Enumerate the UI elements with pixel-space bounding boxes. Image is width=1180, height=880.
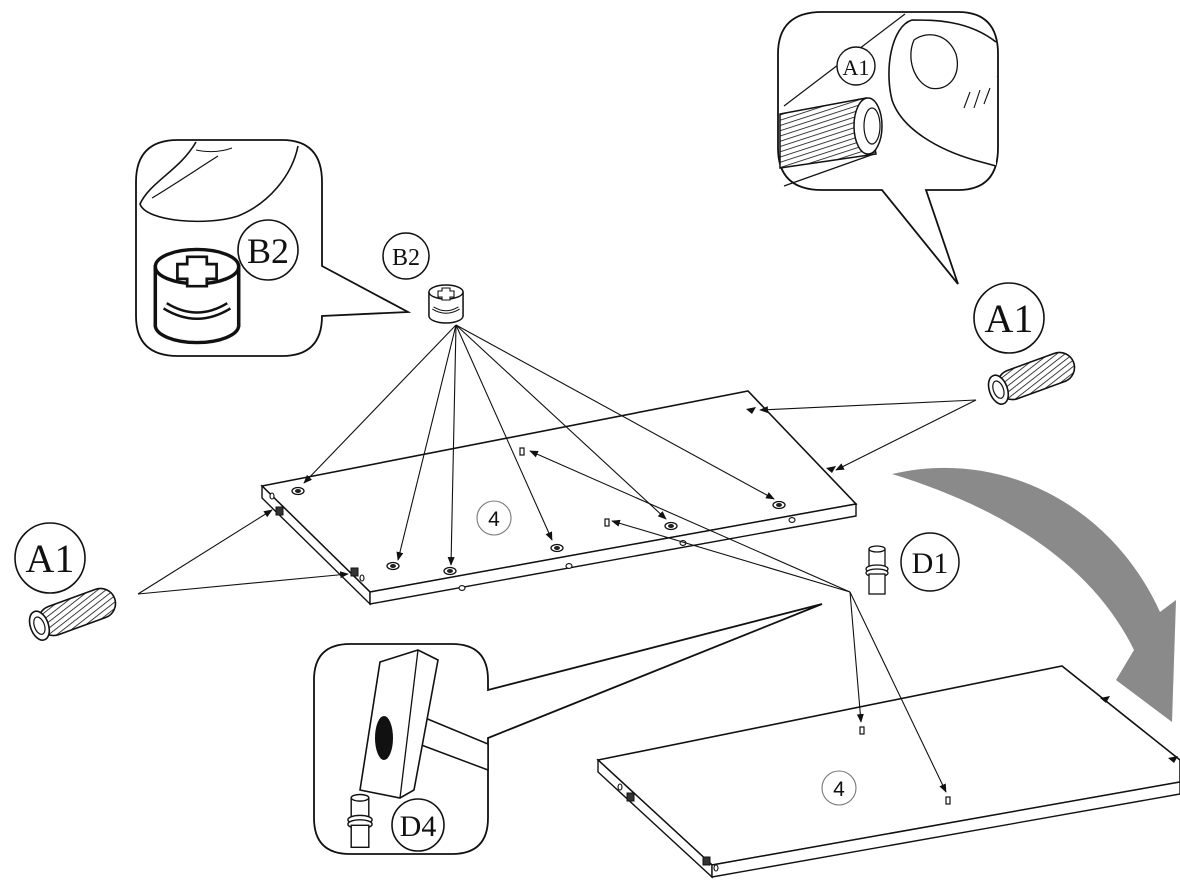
b2-detail-label: B2 — [237, 219, 299, 281]
fingertip-icon — [888, 19, 997, 167]
d4-detail-label: D4 — [391, 798, 445, 852]
svg-text:D4: D4 — [400, 810, 437, 843]
svg-text:A1: A1 — [843, 55, 870, 80]
wooden-dowel-icon — [779, 97, 883, 169]
fingertip-icon — [139, 141, 299, 223]
top-panel: 4 — [260, 390, 858, 606]
bottom-panel-number: 4 — [821, 770, 857, 806]
leader-arrows — [137, 324, 977, 793]
d4-detail-callout: D4 — [313, 603, 823, 855]
pin-icon — [865, 545, 889, 595]
svg-text:A1: A1 — [985, 296, 1034, 341]
b2-detail-callout: B2 — [135, 139, 412, 357]
svg-text:B2: B2 — [392, 245, 420, 271]
hammer-icon — [359, 649, 489, 799]
a1-part-label-right: A1 — [973, 282, 1045, 354]
a1-detail-callout: A1 — [777, 11, 999, 285]
b2-part-label: B2 — [382, 232, 430, 280]
bottom-panel: 4 — [596, 665, 1180, 879]
d1-part-label: D1 — [900, 532, 960, 592]
top-panel-number: 4 — [476, 500, 512, 536]
svg-text:A1: A1 — [26, 536, 75, 581]
svg-text:D1: D1 — [912, 547, 949, 580]
pin-icon — [347, 793, 373, 849]
rotate-arrow-icon — [892, 467, 1176, 722]
wooden-dowel-icon — [984, 347, 1080, 408]
svg-text:4: 4 — [488, 508, 500, 531]
cam-lock-icon — [155, 249, 238, 342]
svg-text:B2: B2 — [247, 231, 289, 271]
cam-lock-icon — [427, 283, 465, 325]
a1-detail-label: A1 — [836, 46, 876, 86]
svg-text:4: 4 — [833, 778, 845, 801]
a1-part-label-left: A1 — [14, 522, 86, 594]
wooden-dowel-icon — [25, 583, 121, 644]
